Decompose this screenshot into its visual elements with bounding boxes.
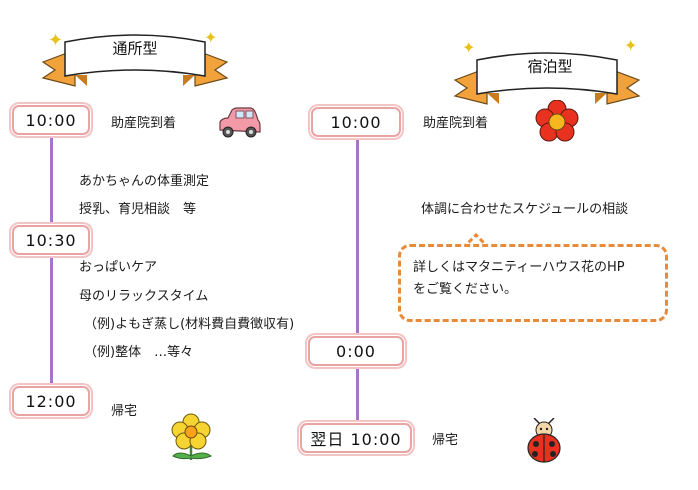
note-line-2: をご覧ください。 bbox=[413, 282, 518, 297]
sparkle-icon: ✦ bbox=[624, 36, 638, 55]
info-note: 詳しくはマタニティーハウス花のHP をご覧ください。 bbox=[398, 244, 668, 322]
right-time-box-2: 0:00 bbox=[308, 336, 404, 366]
left-timeline bbox=[50, 130, 53, 400]
right-title-banner bbox=[453, 52, 641, 105]
right-time-box-1: 10:00 bbox=[311, 107, 401, 137]
left-item-6: （例)整体 …等々 bbox=[84, 345, 194, 360]
left-time-box-2: 10:30 bbox=[12, 225, 90, 255]
left-time-box-1: 10:00 bbox=[12, 105, 90, 135]
left-item-1: あかちゃんの体重測定 bbox=[79, 174, 210, 189]
left-title-banner bbox=[41, 34, 229, 87]
note-line-1: 詳しくはマタニティーハウス花のHP bbox=[413, 260, 625, 275]
right-title: 宿泊型 bbox=[527, 57, 573, 76]
car-icon bbox=[219, 107, 261, 138]
left-item-4: 母のリラックスタイム bbox=[79, 289, 209, 304]
left-item-2: 授乳、育児相談 等 bbox=[79, 202, 197, 217]
ladybug-icon bbox=[527, 418, 561, 463]
right-consult-label: 体調に合わせたスケジュールの相談 bbox=[421, 202, 629, 217]
yellow-flower-icon bbox=[171, 413, 213, 460]
right-departure-label: 帰宅 bbox=[432, 433, 459, 448]
left-item-3: おっぱいケア bbox=[79, 260, 158, 275]
left-item-5: （例)よもぎ蒸し(材料費自費徴収有) bbox=[84, 317, 295, 332]
right-timeline bbox=[356, 132, 359, 428]
left-title: 通所型 bbox=[112, 39, 158, 58]
sparkle-icon: ✦ bbox=[48, 30, 64, 51]
left-time-box-3: 12:00 bbox=[12, 386, 90, 416]
sparkle-icon: ✦ bbox=[204, 28, 218, 47]
right-arrival-label: 助産院到着 bbox=[423, 116, 489, 131]
left-arrival-label: 助産院到着 bbox=[111, 116, 177, 131]
red-flower-icon bbox=[535, 100, 579, 142]
right-time-box-3: 翌日 10:00 bbox=[300, 423, 412, 453]
left-departure-label: 帰宅 bbox=[111, 404, 138, 419]
sparkle-icon: ✦ bbox=[462, 38, 476, 57]
